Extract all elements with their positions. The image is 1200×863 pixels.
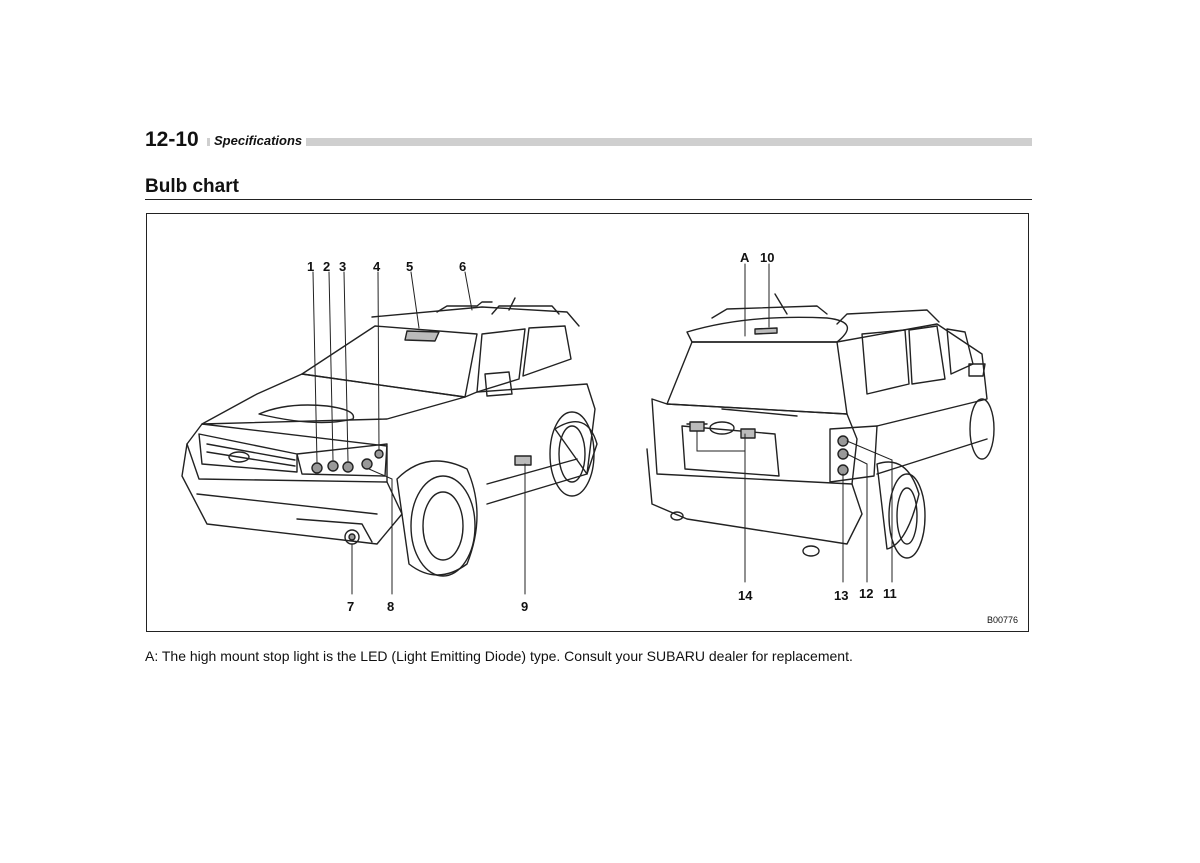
bulb-chart-figure: 1 2 3 4 5 6 7 8 9 A 10 14 13 12 11 B0077… — [146, 213, 1029, 632]
header-bar — [145, 138, 1032, 146]
front-vehicle-drawing — [181, 297, 598, 577]
label-8: 8 — [387, 599, 395, 614]
label-10: 10 — [760, 250, 775, 265]
label-2: 2 — [323, 259, 331, 274]
label-14: 14 — [738, 588, 753, 603]
label-6: 6 — [459, 259, 467, 274]
label-7: 7 — [347, 599, 355, 614]
title-rule — [145, 199, 1032, 200]
label-13: 13 — [834, 588, 849, 603]
label-11: 11 — [883, 586, 897, 601]
rear-vehicle-drawing — [646, 293, 995, 559]
label-4: 4 — [373, 259, 381, 274]
vehicle-illustration — [181, 263, 995, 595]
footnote-a: A: The high mount stop light is the LED … — [145, 648, 853, 664]
figure-code: B00776 — [986, 615, 1018, 625]
label-9: 9 — [521, 599, 529, 614]
label-A: A — [740, 250, 750, 265]
label-3: 3 — [339, 259, 347, 274]
section-name: Specifications — [210, 133, 307, 149]
label-12: 12 — [859, 586, 874, 601]
page-title: Bulb chart — [145, 176, 239, 197]
label-5: 5 — [406, 259, 414, 274]
page-number: 12-10 — [145, 126, 207, 154]
leader-lines — [312, 263, 893, 595]
label-1: 1 — [307, 259, 315, 274]
